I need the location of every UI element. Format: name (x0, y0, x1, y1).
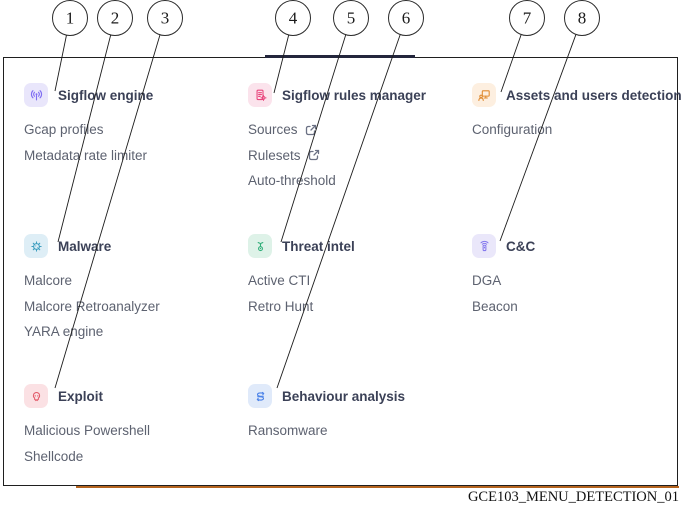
callout-number: 6 (402, 9, 411, 28)
document-gear-icon (248, 83, 272, 107)
figure-caption: GCE103_MENU_DETECTION_01 (467, 489, 679, 505)
antenna-icon (24, 83, 48, 107)
menu-item-dga[interactable]: DGA (472, 273, 502, 289)
skull-icon (24, 384, 48, 408)
section-behaviour-analysis: Behaviour analysis Ransomware (248, 384, 470, 444)
menu-item-active-cti[interactable]: Active CTI (248, 273, 311, 289)
section-sigflow-rules-manager: Sigflow rules manager Sources Rulesets (248, 83, 470, 194)
callout-number: 3 (161, 9, 170, 28)
bottom-border-accent (76, 486, 679, 488)
callout-number: 5 (347, 9, 356, 28)
section-title-assets-and-users-detection: Assets and users detection (506, 87, 681, 103)
menu-item-shellcode[interactable]: Shellcode (24, 448, 84, 464)
callout-number: 4 (289, 9, 298, 28)
users-monitor-icon (472, 83, 496, 107)
beacon-icon (472, 234, 496, 258)
section-cc: C&C DGA Beacon (472, 234, 681, 319)
callout-number: 1 (66, 9, 75, 28)
external-link-icon (308, 149, 320, 161)
virus-icon (24, 234, 48, 258)
menu-item-rulesets[interactable]: Rulesets (248, 143, 470, 169)
section-title-cc: C&C (506, 238, 536, 254)
callout-circle-3 (147, 0, 183, 36)
callout-number: 8 (578, 9, 587, 28)
callout-circle-5 (333, 0, 369, 36)
menu-item-malcore[interactable]: Malcore (24, 273, 73, 289)
menu-item-auto-threshold[interactable]: Auto-threshold (248, 173, 336, 189)
section-title-threat-intel: Threat intel (282, 238, 355, 254)
callout-circle-6 (388, 0, 424, 36)
s-curve-arrows-icon (248, 384, 272, 408)
callout-circle-7 (509, 0, 545, 36)
menu-item-configuration[interactable]: Configuration (472, 122, 553, 138)
callout-circle-1 (52, 0, 88, 36)
section-assets-and-users-detection: Assets and users detection Configuration (472, 83, 681, 143)
section-title-exploit: Exploit (58, 388, 104, 404)
section-threat-intel: Threat intel Active CTI Retro Hunt (248, 234, 470, 319)
honeypot-icon (248, 234, 272, 258)
callout-circle-4 (275, 0, 311, 36)
menu-item-malcore-retroanalyzer[interactable]: Malcore Retroanalyzer (24, 298, 160, 314)
menu-item-yara-engine[interactable]: YARA engine (24, 324, 104, 340)
menu-item-beacon[interactable]: Beacon (472, 298, 518, 314)
callout-number: 7 (523, 9, 532, 28)
callout-number: 2 (111, 9, 120, 28)
menu-item-ransomware[interactable]: Ransomware (248, 423, 328, 439)
top-border-accent (265, 55, 415, 58)
external-link-icon (305, 124, 317, 136)
callout-circle-8 (564, 0, 600, 36)
section-malware: Malware Malcore Malcore Retroanalyzer YA… (24, 234, 246, 345)
section-sigflow-engine: Sigflow engine Gcap profiles Metadata ra… (24, 83, 246, 168)
section-title-sigflow-rules-manager: Sigflow rules manager (282, 87, 427, 103)
menu-item-retro-hunt[interactable]: Retro Hunt (248, 298, 314, 314)
menu-item-malicious-powershell[interactable]: Malicious Powershell (24, 423, 151, 439)
section-title-malware: Malware (58, 238, 112, 254)
section-title-sigflow-engine: Sigflow engine (58, 87, 154, 103)
section-exploit: Exploit Malicious Powershell Shellcode (24, 384, 246, 469)
menu-item-gcap-profiles[interactable]: Gcap profiles (24, 122, 104, 138)
menu-item-metadata-rate-limiter[interactable]: Metadata rate limiter (24, 147, 148, 163)
section-title-behaviour-analysis: Behaviour analysis (282, 388, 406, 404)
menu-item-sources[interactable]: Sources (248, 117, 470, 143)
callout-circle-2 (97, 0, 133, 36)
